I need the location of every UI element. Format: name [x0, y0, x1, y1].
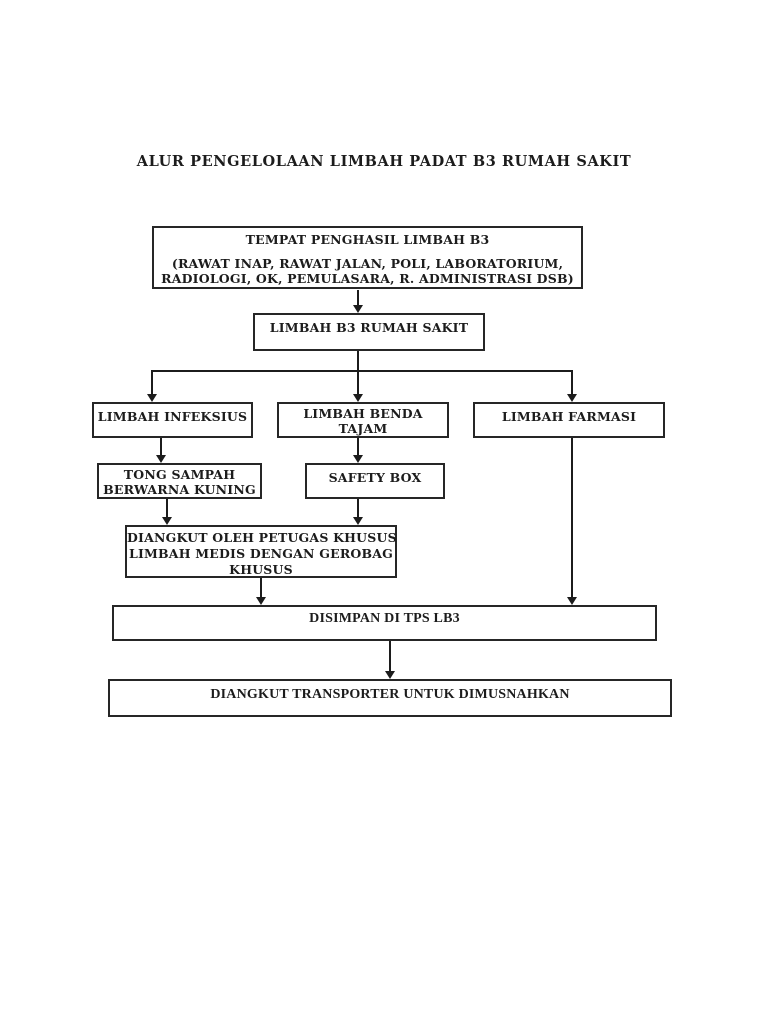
node-label-line: LIMBAH MEDIS DENGAN GEROBAG: [128, 546, 394, 561]
node-label-line: DIANGKUT OLEH PETUGAS KHUSUS: [127, 530, 397, 545]
node-disimpan-di-tps-lb3: DISIMPAN DI TPS LB3: [112, 605, 657, 641]
node-label: SAFETY BOX: [328, 470, 422, 485]
node-label-line: TAJAM: [338, 421, 388, 436]
arrowhead-icon: [353, 517, 363, 525]
node-limbah-infeksius: LIMBAH INFEKSIUS: [92, 402, 253, 438]
page-title: ALUR PENGELOLAAN LIMBAH PADAT B3 RUMAH S…: [136, 153, 632, 170]
node-limbah-benda-tajam: LIMBAH BENDA TAJAM: [277, 402, 449, 438]
node-label-line: TONG SAMPAH: [123, 467, 236, 482]
node-label-line: BERWARNA KUNING: [103, 482, 256, 497]
connector-safetybox-diangkut: [357, 499, 359, 518]
arrowhead-icon: [353, 455, 363, 463]
arrowhead-icon: [147, 394, 157, 402]
node-limbah-b3-rumah-sakit: LIMBAH B3 RUMAH SAKIT: [253, 313, 485, 351]
connector-limbahb3-bendatajam: [357, 351, 359, 394]
connector-diangkut-disimpan: [260, 578, 262, 598]
arrowhead-icon: [567, 394, 577, 402]
node-label: LIMBAH B3 RUMAH SAKIT: [269, 320, 469, 335]
node-label: LIMBAH FARMASI: [501, 409, 637, 424]
connector-farmasi-disimpan: [571, 438, 573, 598]
node-label: LIMBAH INFEKSIUS: [97, 409, 248, 424]
connector-source-limbahb3: [357, 290, 359, 306]
arrowhead-icon: [385, 671, 395, 679]
node-label-line: LIMBAH BENDA: [303, 406, 423, 421]
connector-tong-diangkut: [166, 499, 168, 518]
connector-disimpan-transporter: [389, 641, 391, 672]
node-diangkut-oleh-petugas-khusus: DIANGKUT OLEH PETUGAS KHUSUS LIMBAH MEDI…: [125, 525, 397, 578]
node-detail-line: RADIOLOGI, OK, PEMULASARA, R. ADMINISTRA…: [161, 271, 574, 286]
node-safety-box: SAFETY BOX: [305, 463, 445, 499]
connector-branch-horizontal: [151, 370, 573, 372]
connector-infeksius-tong: [160, 438, 162, 456]
arrowhead-icon: [256, 597, 266, 605]
node-detail-line: (RAWAT INAP, RAWAT JALAN, POLI, LABORATO…: [171, 256, 564, 271]
arrowhead-icon: [156, 455, 166, 463]
arrowhead-icon: [567, 597, 577, 605]
arrowhead-icon: [162, 517, 172, 525]
node-label-line: KHUSUS: [229, 562, 293, 577]
node-diangkut-transporter-untuk-dimusnahkan: DIANGKUT TRANSPORTER UNTUK DIMUSNAHKAN: [108, 679, 672, 717]
arrowhead-icon: [353, 305, 363, 313]
node-tempat-penghasil-limbah-b3: TEMPAT PENGHASIL LIMBAH B3 (RAWAT INAP, …: [152, 226, 583, 289]
node-limbah-farmasi: LIMBAH FARMASI: [473, 402, 665, 438]
connector-branch-right: [571, 370, 573, 394]
node-heading: TEMPAT PENGHASIL LIMBAH B3: [245, 232, 490, 247]
node-label: DIANGKUT TRANSPORTER UNTUK DIMUSNAHKAN: [210, 687, 570, 702]
node-label: DISIMPAN DI TPS LB3: [309, 611, 460, 626]
arrowhead-icon: [353, 394, 363, 402]
connector-bendatajam-safetybox: [357, 438, 359, 456]
node-tong-sampah-berwarna-kuning: TONG SAMPAH BERWARNA KUNING: [97, 463, 262, 499]
connector-branch-left: [151, 370, 153, 394]
